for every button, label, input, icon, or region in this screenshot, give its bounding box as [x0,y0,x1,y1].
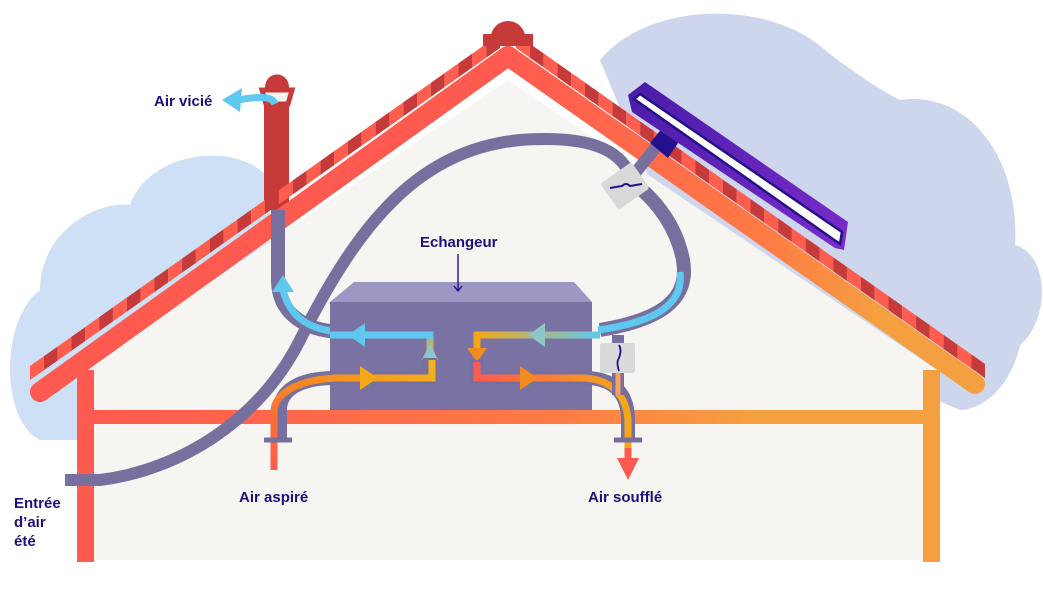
label-air-souffle: Air soufflé [588,489,663,506]
roof-beam-right [498,46,985,394]
roof-tile [99,307,113,332]
chimney [258,74,296,210]
roof-tile [361,121,376,146]
bypass-valve-right [600,335,635,395]
roof-tile [182,248,196,273]
roof-tile [860,276,875,301]
roof-tile [805,237,820,262]
roof-tile [598,92,613,116]
roof-tile [571,72,585,97]
roof-tile [223,219,238,244]
roof-tile [543,53,558,78]
solar-panel [628,82,848,250]
roof-tile [112,297,127,322]
roof-tile [306,160,321,185]
roof-tile [916,315,930,340]
roof-tile [251,200,265,224]
roof-tile [140,278,155,302]
roof-tile [334,141,348,166]
cold-flow-right [467,323,600,362]
label-echangeur: Echangeur [420,234,498,251]
roof-tile [43,346,58,371]
roof-tile [209,229,224,254]
label-entree-air-ete: Entrée d’air été [14,495,61,550]
roof-tile [750,199,765,223]
roof-tile [168,258,183,283]
roof-tile [154,268,169,293]
roof-tile [557,63,572,87]
label-air-vicie: Air vicié [154,93,213,110]
echangeur-pointer [453,254,463,293]
warm-flow-left [264,358,437,470]
roof-tile [375,112,390,136]
roof-tile [320,151,335,175]
roof-tile [126,287,141,312]
roof-tile [764,208,779,233]
label-air-aspire: Air aspiré [239,489,309,506]
roof-tile [347,131,362,156]
roof-tile [888,296,903,320]
duct-loop-right [597,174,691,337]
summer-air-intake-duct [65,133,636,486]
roof-tile [278,180,293,205]
roof-tile [681,150,696,175]
roof-ridge-cap [483,21,533,46]
roof-tile [444,63,459,88]
roof-tile [819,247,834,272]
roof-tile [943,334,958,359]
roof-tile [791,228,806,252]
roof-tile [640,121,654,146]
bypass-valve-top [601,138,665,209]
cold-flow-left [330,323,438,360]
roof-tile [71,326,86,351]
roof-tiles-right [516,34,985,378]
roof-tile [736,189,751,213]
roof-tile [417,82,431,107]
roof-tile [847,266,861,291]
heat-exchanger [330,282,592,410]
roof-tile [778,218,792,243]
roof-tile [389,102,404,127]
roof-tile [722,179,737,204]
roof-tile [626,111,641,136]
roof-tile [292,170,307,195]
roof-tile [874,286,889,311]
roof-tile [957,344,972,369]
roof-tile [195,239,210,263]
air-vicie-arrow [222,88,279,112]
roof-tile [695,160,710,184]
roof-tile [403,92,418,117]
roof-tile [458,53,473,78]
roof-tile [237,209,252,234]
roof-tile [85,317,100,341]
roof-tile [929,325,944,349]
roof-tile [709,169,723,194]
roof-tile [584,82,599,107]
roof-tile [265,190,279,214]
roof-tile [902,305,917,330]
roof-tile [529,43,544,68]
roof-tile [57,336,72,361]
roof-tile [612,101,627,126]
roof-tile [472,43,487,68]
roof-tile [833,257,848,281]
house-frame [77,370,940,562]
roof-tile [971,354,985,378]
roof-tile [430,73,445,97]
roof-tile [30,356,44,380]
